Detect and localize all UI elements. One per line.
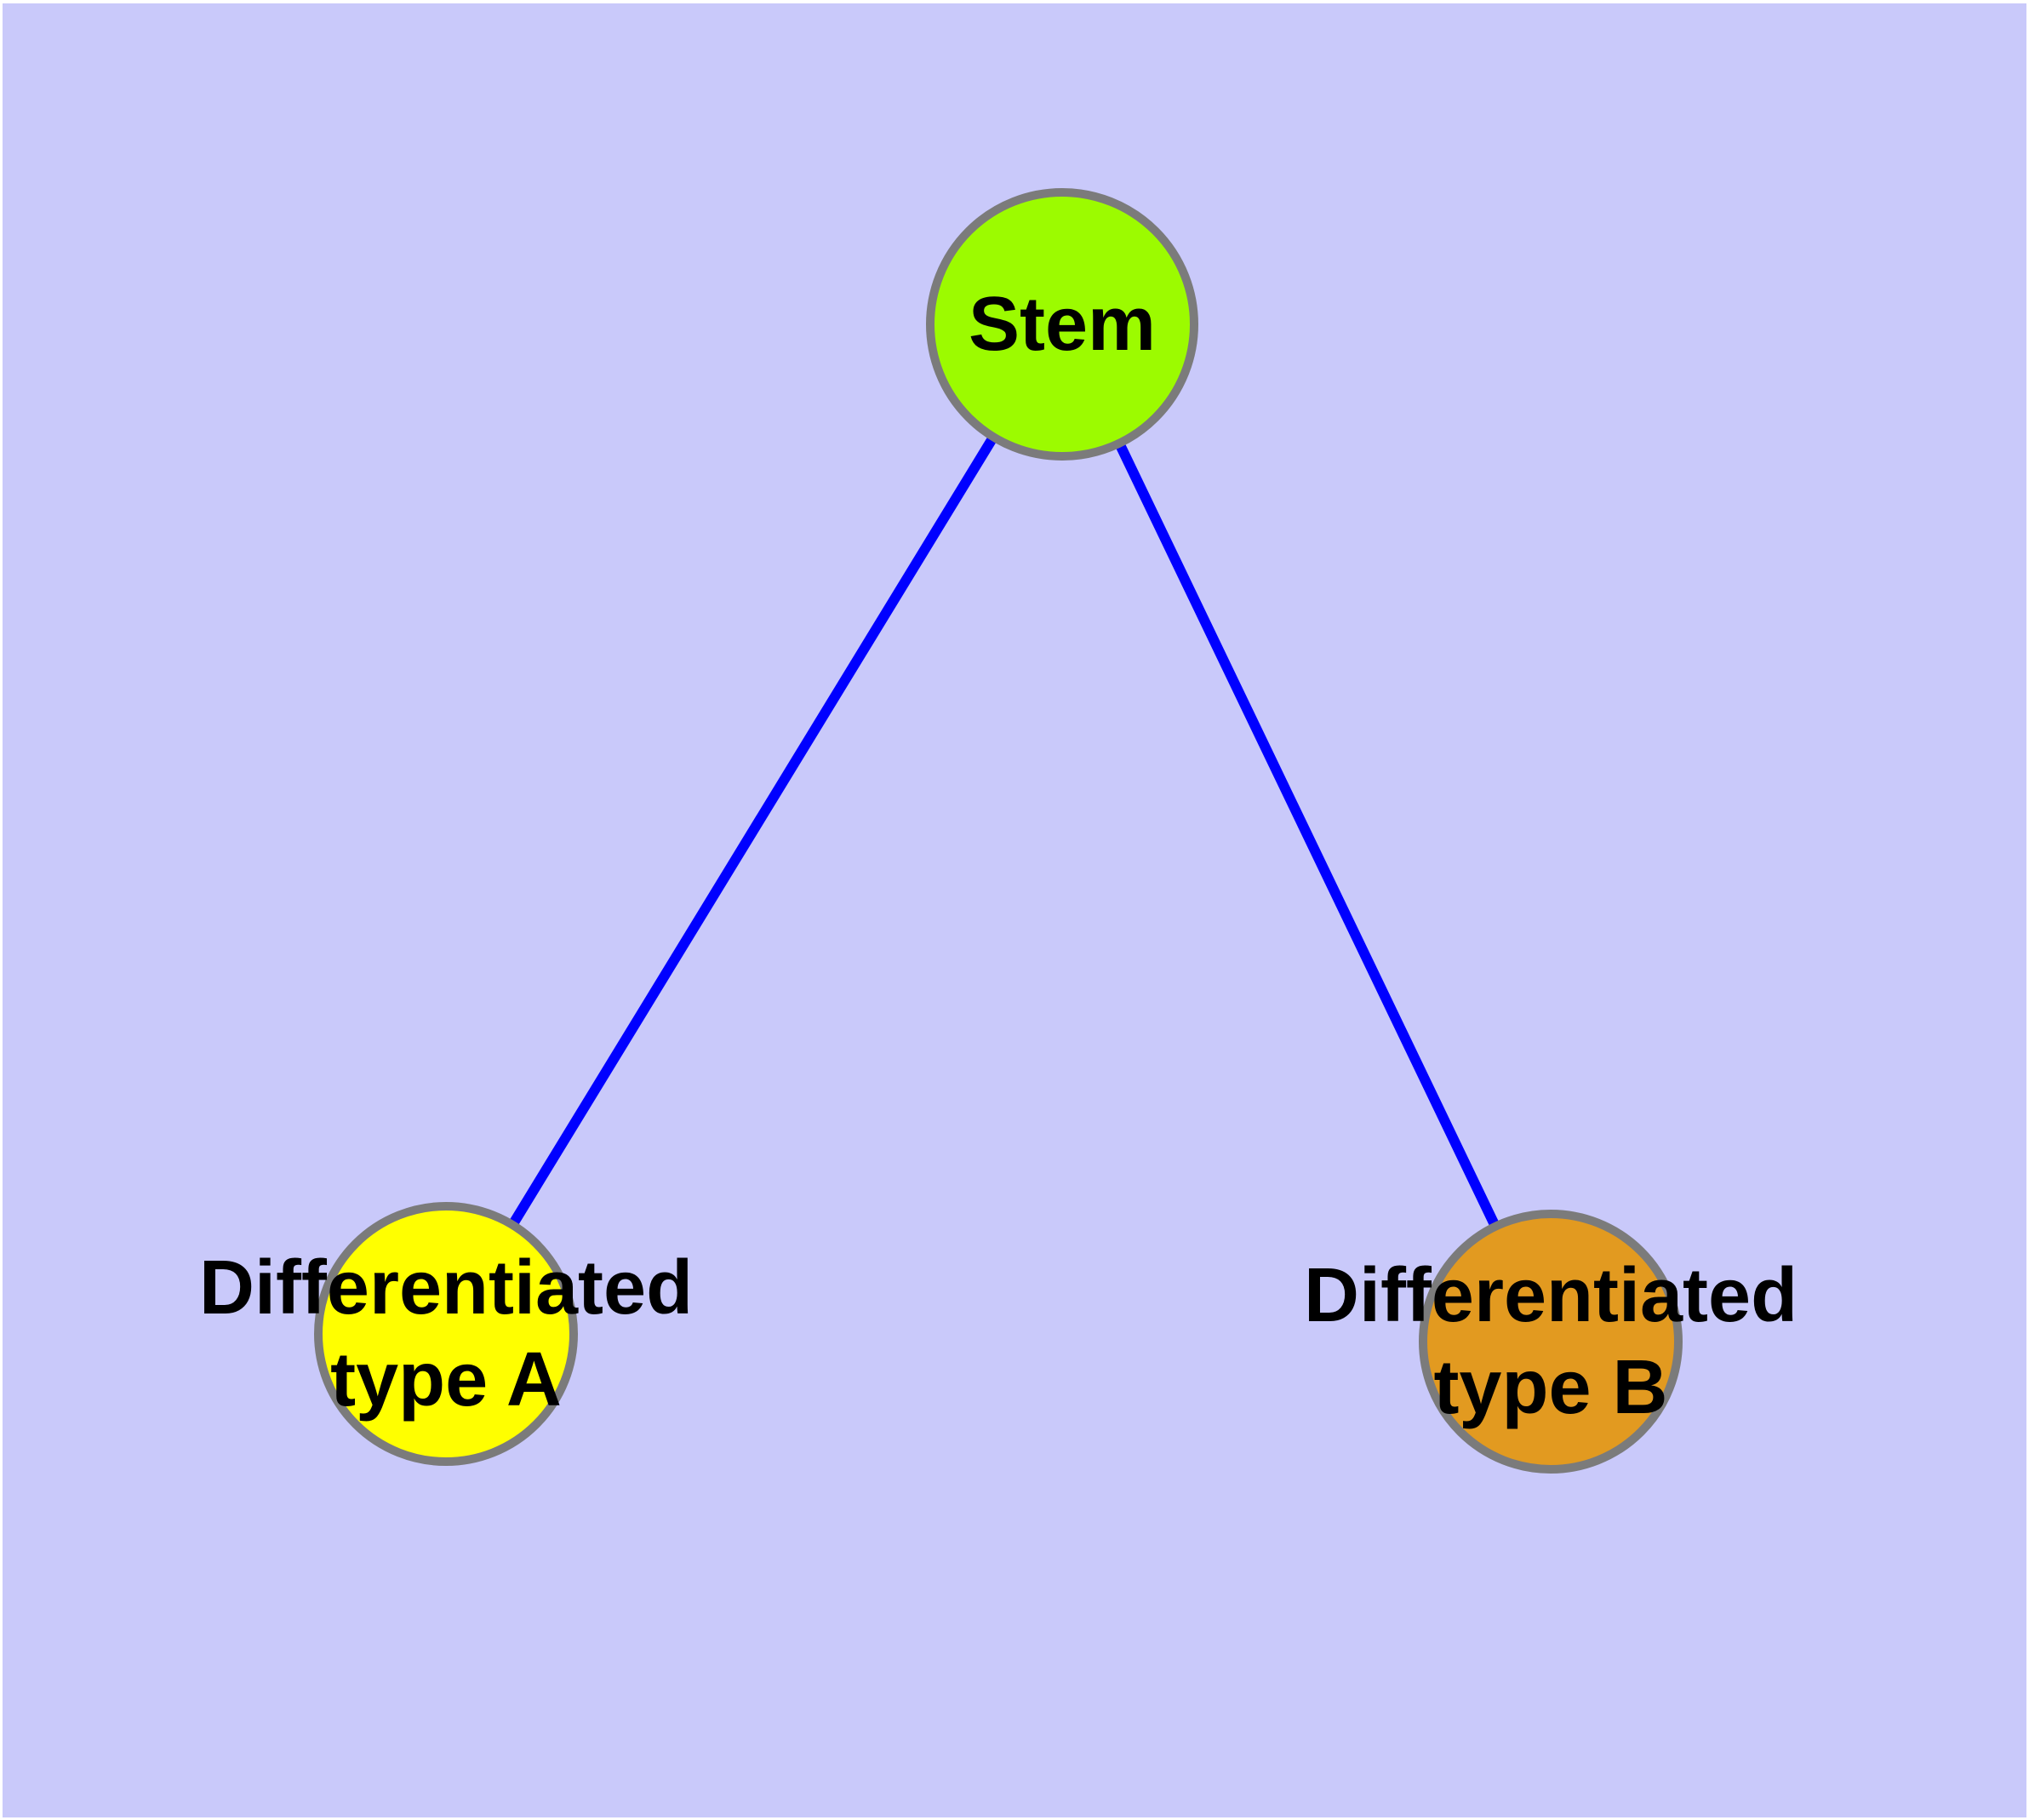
node-circle-diff-type-b[interactable] [1419, 1210, 1683, 1474]
node-circle-diff-type-a[interactable] [314, 1202, 578, 1466]
graph-svg [314, 188, 1683, 1474]
node-circle-stem[interactable] [926, 188, 1198, 461]
edge-stem-to-diff-type-b [1057, 322, 1556, 1344]
edge-stem-to-diff-type-a [441, 321, 1067, 1337]
